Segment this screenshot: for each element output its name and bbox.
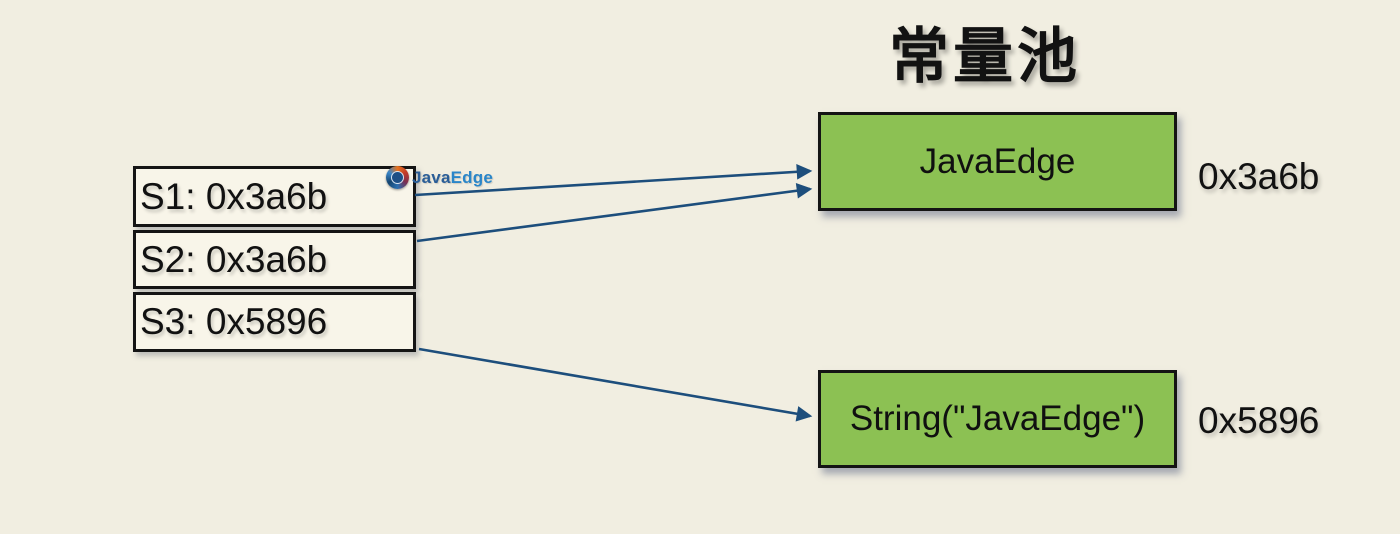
reference-box-s2-label: S2: 0x3a6b xyxy=(140,238,328,280)
javaedge-logo-icon xyxy=(386,166,409,189)
reference-box-s3: S3: 0x5896 xyxy=(133,292,416,352)
arrow-s3-to-string-javaedge xyxy=(418,347,813,422)
reference-box-s1: S1: 0x3a6b xyxy=(133,166,416,227)
javaedge-watermark: JavaEdge xyxy=(386,166,493,189)
watermark-java-text: Java xyxy=(412,167,451,187)
pool-entry-javaedge-label: JavaEdge xyxy=(919,141,1076,181)
pool-entry-string-javaedge-label: String("JavaEdge") xyxy=(849,399,1146,438)
pool-entry-string-javaedge: String("JavaEdge") xyxy=(818,370,1177,468)
reference-box-s1-label: S1: 0x3a6b xyxy=(140,175,328,217)
address-label-0x3a6b: 0x3a6b xyxy=(1198,156,1320,197)
diagram-title: 常量池 xyxy=(889,23,1081,90)
reference-box-s3-label: S3: 0x5896 xyxy=(140,301,328,342)
pool-entry-javaedge: JavaEdge xyxy=(818,112,1177,211)
watermark-edge-text: Edge xyxy=(450,167,493,187)
address-label-0x5896: 0x5896 xyxy=(1198,400,1320,441)
arrow-s2-to-javaedge xyxy=(416,183,813,243)
javaedge-watermark-text: JavaEdge xyxy=(412,168,493,188)
reference-box-s2: S2: 0x3a6b xyxy=(133,230,416,289)
